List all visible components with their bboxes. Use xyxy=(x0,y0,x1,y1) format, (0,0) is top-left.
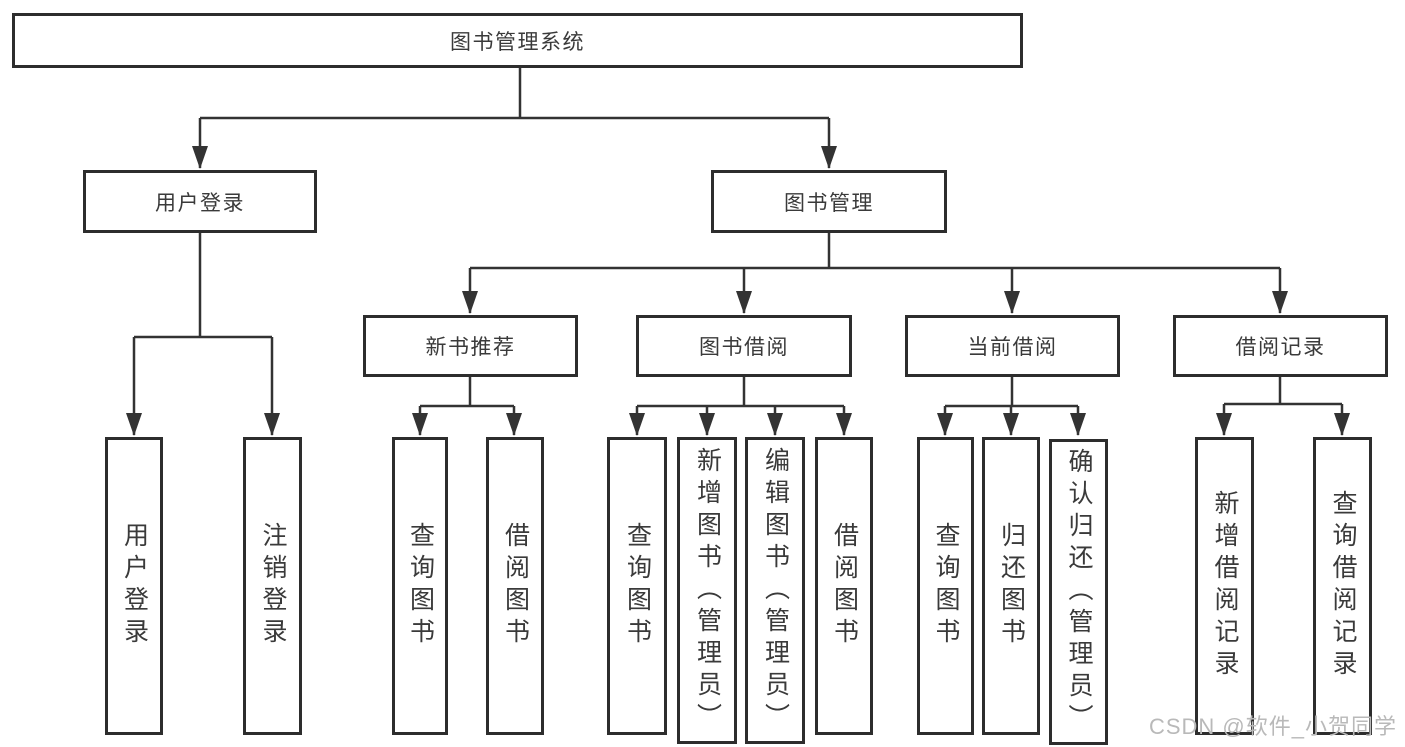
node-borrowing-records: 借阅记录 xyxy=(1173,315,1388,377)
leaf-bb-query-books: 查询图书 xyxy=(607,437,667,735)
leaf-cb-return-books: 归还图书 xyxy=(982,437,1040,735)
node-book-borrowing: 图书借阅 xyxy=(636,315,852,377)
leaf-nr-query-books: 查询图书 xyxy=(392,437,448,735)
leaf-bb-borrow-books: 借阅图书 xyxy=(815,437,873,735)
leaf-cb-confirm-return-admin: 确认归还（管理员） xyxy=(1049,439,1108,745)
leaf-bb-add-books-admin: 新增图书（管理员） xyxy=(677,437,737,744)
csdn-watermark: CSDN @软件_小贺同学 xyxy=(1148,714,1397,739)
leaf-nr-borrow-books: 借阅图书 xyxy=(486,437,544,735)
leaf-logout: 注销登录 xyxy=(243,437,302,735)
leaf-br-query-record: 查询借阅记录 xyxy=(1313,437,1372,735)
node-new-book-recommend: 新书推荐 xyxy=(363,315,578,377)
node-current-borrowing: 当前借阅 xyxy=(905,315,1120,377)
leaf-user-login: 用户登录 xyxy=(105,437,163,735)
leaf-bb-edit-books-admin: 编辑图书（管理员） xyxy=(745,437,805,744)
leaf-br-add-record: 新增借阅记录 xyxy=(1195,437,1254,735)
node-user-login: 用户登录 xyxy=(83,170,317,233)
node-book-management: 图书管理 xyxy=(711,170,947,233)
leaf-cb-query-books: 查询图书 xyxy=(917,437,974,735)
node-book-management-system: 图书管理系统 xyxy=(12,13,1023,68)
